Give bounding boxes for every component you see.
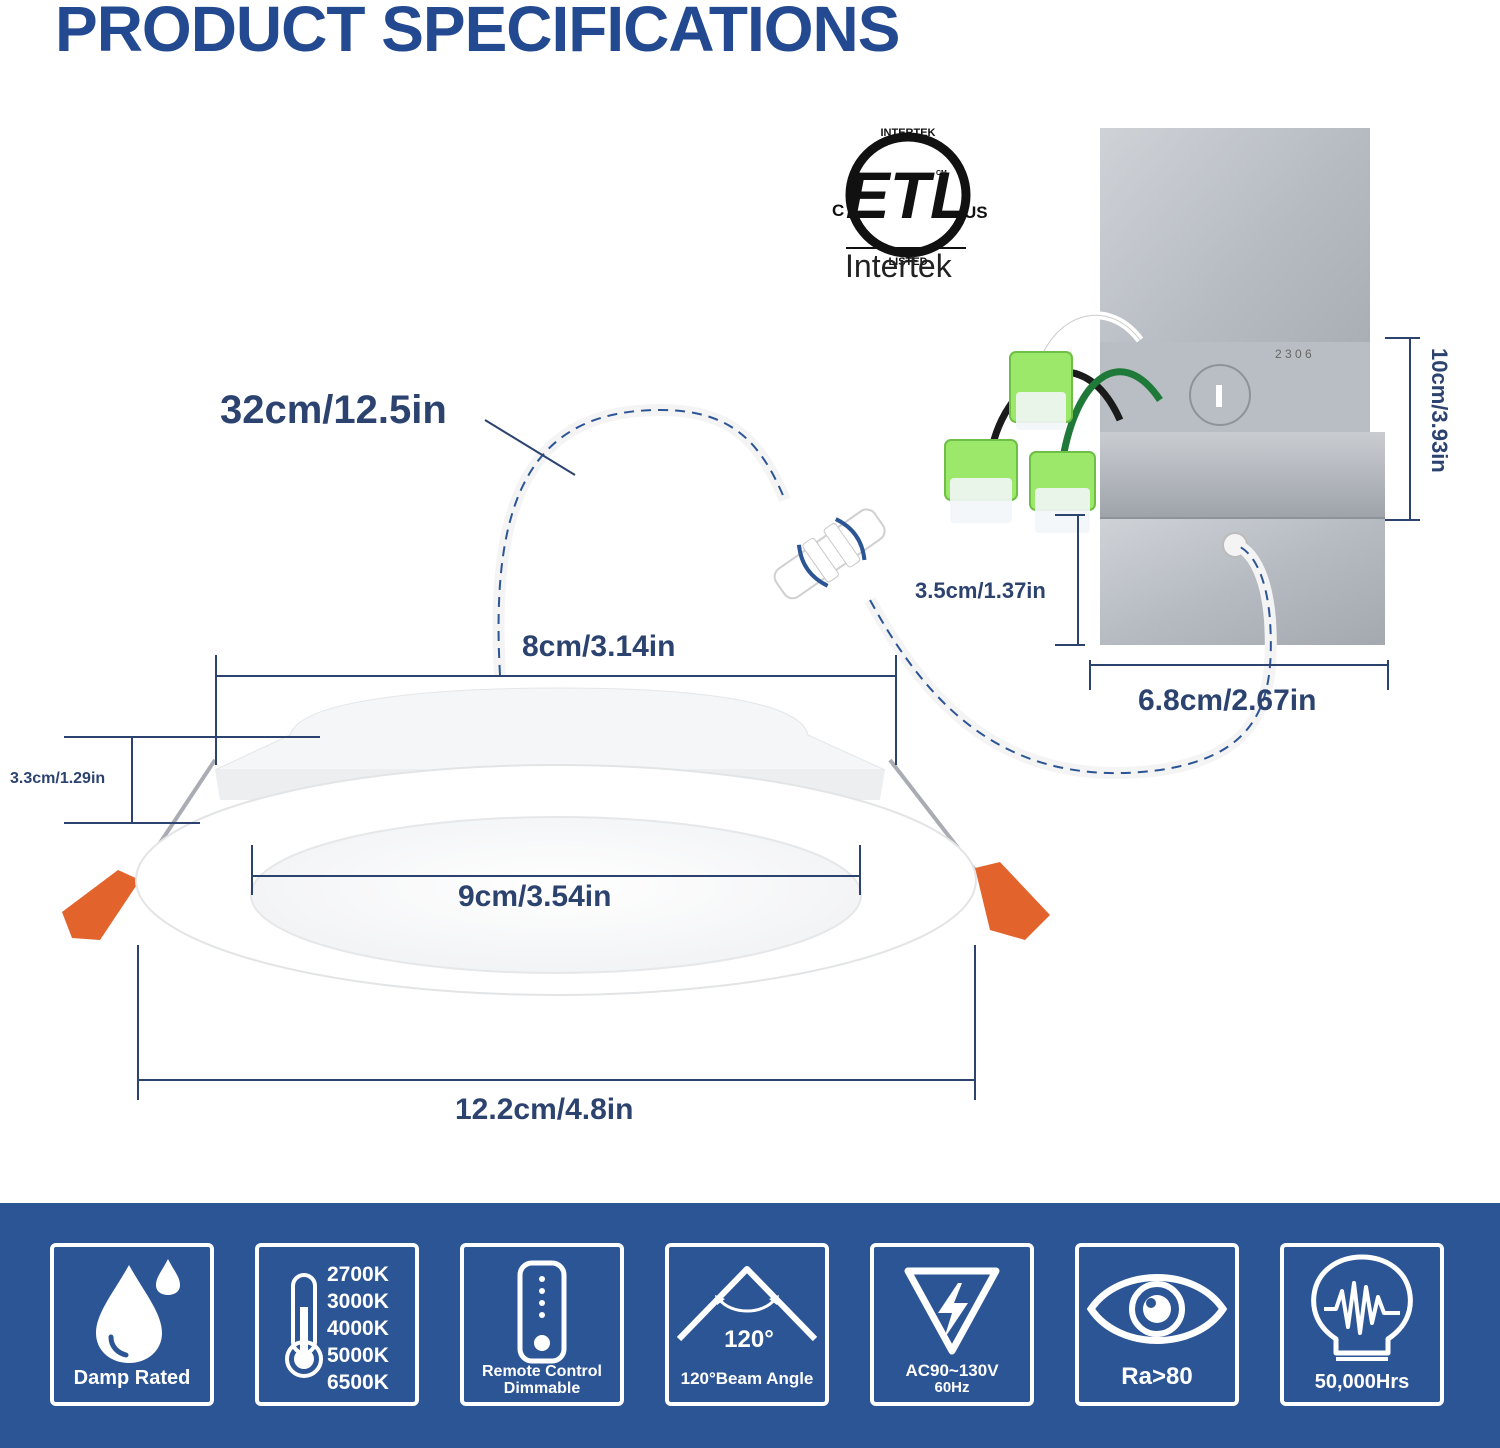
power-cable <box>492 403 1277 780</box>
eye-icon <box>1086 1274 1228 1344</box>
lens-diameter-label: 9cm/3.54in <box>458 880 612 913</box>
height-label: 3.3cm/1.29in <box>10 770 106 787</box>
body-width-label: 8cm/3.14in <box>522 630 676 663</box>
high-voltage-icon <box>904 1267 1000 1355</box>
feature-voltage: AC90~130V 60Hz <box>870 1243 1034 1406</box>
feature-beam-angle: 120° 120°Beam Angle <box>665 1243 829 1406</box>
feature-label-line1: AC90~130V <box>905 1361 999 1380</box>
feature-label: 120°Beam Angle <box>680 1369 814 1388</box>
box-depth-label: 3.5cm/1.37in <box>915 578 1046 603</box>
box-stamp: 2 3 0 6 <box>1275 347 1312 361</box>
cct-option: 6500K <box>327 1371 389 1394</box>
svg-text:CM: CM <box>936 170 947 177</box>
feature-cri: Ra>80 <box>1075 1243 1239 1406</box>
page-title: PRODUCT SPECIFICATIONS <box>55 0 900 65</box>
feature-label-line1: Remote Control <box>482 1363 602 1380</box>
cct-option: 5000K <box>327 1344 389 1367</box>
intertek-brand: Intertek <box>845 248 952 284</box>
box-width-label: 6.8cm/2.67in <box>1138 684 1317 717</box>
remote-control-icon <box>517 1260 567 1364</box>
svg-text:INTERTEK: INTERTEK <box>881 127 936 139</box>
feature-label: 50,000Hrs <box>1314 1371 1410 1393</box>
feature-label: Ra>80 <box>1121 1363 1193 1390</box>
feature-lifespan: 50,000Hrs <box>1280 1243 1444 1406</box>
trim-diameter-label: 12.2cm/4.8in <box>455 1093 634 1126</box>
water-drops-icon <box>96 1259 180 1363</box>
svg-text:LISTED: LISTED <box>888 256 927 268</box>
svg-text:C: C <box>832 201 844 220</box>
wire-connectors <box>944 311 1163 533</box>
feature-color-temperature: 2700K 3000K 4000K 5000K 6500K <box>255 1243 419 1406</box>
cct-option: 4000K <box>327 1317 389 1340</box>
feature-label-line2: 60Hz <box>934 1379 970 1396</box>
beam-angle-icon: 120° <box>676 1266 818 1353</box>
downlight <box>62 687 1050 996</box>
junction-box: 2 3 0 6 <box>1100 128 1385 645</box>
box-height-label: 10cm/3.93in <box>1427 348 1452 473</box>
dimension-lines <box>64 337 1420 1100</box>
feature-label-line2: Dimmable <box>503 1380 581 1397</box>
feature-band: Damp Rated 2700K 3000K 4000K 5000K 6500K… <box>0 1203 1500 1448</box>
svg-text:US: US <box>964 203 988 222</box>
svg-text:ETL: ETL <box>846 158 971 232</box>
product-illustration: 2 3 0 6 <box>62 128 1420 1100</box>
cable-length-label: 32cm/12.5in <box>220 388 447 432</box>
feature-remote-control: Remote Control Dimmable <box>460 1243 624 1406</box>
cct-option: 3000K <box>327 1290 389 1313</box>
light-bulb-icon <box>1311 1254 1413 1361</box>
cct-option: 2700K <box>327 1263 389 1286</box>
etl-listed-logo: INTERTEK ETL LISTED C US CM <box>832 127 988 268</box>
feature-label: Damp Rated <box>73 1367 191 1389</box>
thermometer-icon <box>285 1273 323 1378</box>
beam-angle-value: 120° <box>724 1326 774 1353</box>
feature-damp-rated: Damp Rated <box>50 1243 214 1406</box>
